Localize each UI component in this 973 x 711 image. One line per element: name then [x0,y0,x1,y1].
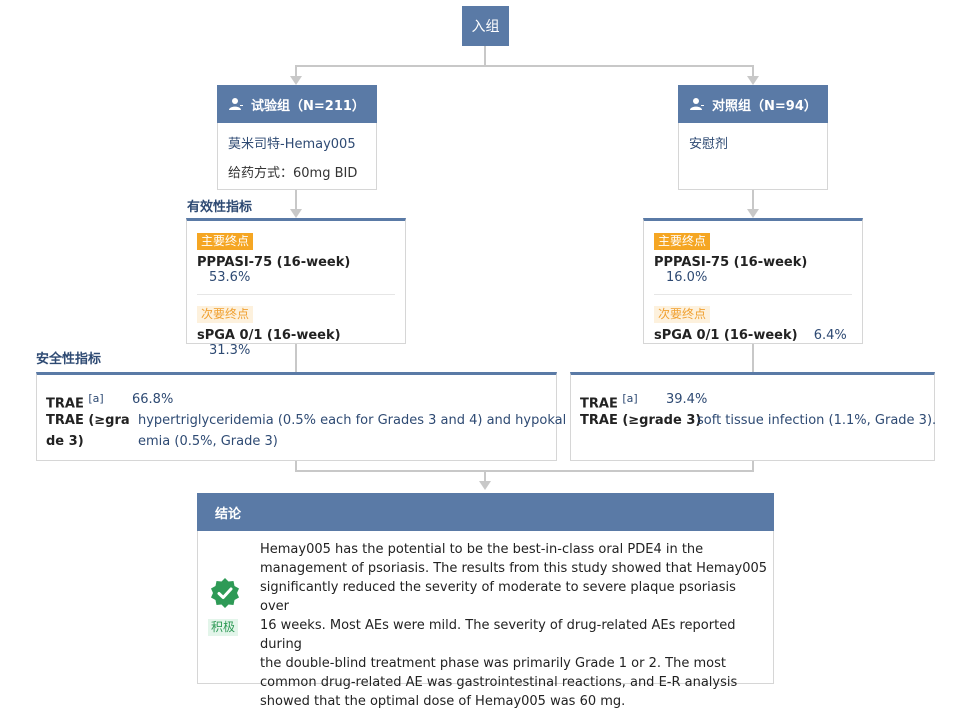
arm-header-treatment: 试验组（N=211） [217,85,377,123]
metric-value: 16.0% [666,270,708,285]
metric-value: 6.4% [813,328,847,343]
efficacy-card-treatment: 主要终点 PPPASI-75 (16-week) 53.6% 次要终点 sPGA… [186,218,406,358]
check-badge-icon [211,578,239,608]
conclusion-line: showed that the optimal dose of Hemay005… [260,694,626,709]
arm-body-treatment: 莫米司特-Hemay005 给药方式：60mg BID [217,123,377,190]
conclusion-line: management of psoriasis. The results fro… [260,561,768,576]
connector [295,65,297,77]
conclusion-text: Hemay005 has the potential to be the bes… [260,540,768,711]
grade3-value: soft tissue infection (1.1%, Grade 3). [697,413,937,428]
connector [752,65,754,77]
conclusion-title: 结论 [215,506,242,522]
positive-badge: 积极 [208,619,239,636]
metric-name: PPPASI-75 (16-week) [654,255,808,270]
grade3-value-line: hypertriglyceridemia (0.5% each for Grad… [138,413,567,428]
connector [484,46,486,66]
metric-value: 53.6% [209,270,251,285]
connector [752,190,754,210]
arm-body-control: 安慰剂 [678,123,828,190]
arrow-icon [747,76,759,85]
drug-name: 安慰剂 [689,137,729,152]
user-icon [229,98,243,110]
connector [295,190,297,210]
arm-header-control: 对照组（N=94） [678,85,828,123]
dosing-text: 给药方式：60mg BID [228,166,358,181]
connector [484,470,486,482]
enrollment-node: 入组 [462,6,509,46]
secondary-metric-row: sPGA 0/1 (16-week) 6.4% [654,328,852,343]
trae-value: 66.8% [132,392,174,407]
enrollment-label: 入组 [471,19,500,35]
metric-name: sPGA 0/1 (16-week) [197,328,341,343]
drug-name: 莫米司特-Hemay005 [228,137,356,152]
conclusion-line: significantly reduced the severity of mo… [260,580,736,614]
primary-metric-row: PPPASI-75 (16-week) 16.0% [654,255,852,285]
primary-metric-row: PPPASI-75 (16-week) 53.6% [197,255,395,285]
arrow-icon [479,481,491,490]
conclusion-header: 结论 [197,493,774,531]
safety-card-treatment: TRAE [a] 66.8% TRAE (≥gra de 3) hypertri… [36,372,567,461]
trae-key-label: TRAE [46,396,84,412]
arm-header-label: 对照组（N=94） [712,98,817,114]
metric-value: 31.3% [209,343,251,358]
connector [295,65,754,67]
metric-name: PPPASI-75 (16-week) [197,255,351,270]
conclusion-line: common drug-related AE was gastrointesti… [260,675,738,690]
secondary-endpoint-tag: 次要终点 [197,306,254,323]
trae-key-label: TRAE [580,396,618,412]
grade3-key: TRAE (≥gra de 3) [46,410,130,452]
divider [197,294,395,295]
conclusion-line: 16 weeks. Most AEs were mild. The severi… [260,618,736,652]
primary-endpoint-tag: 主要终点 [654,233,711,250]
connector [752,344,754,372]
trae-value: 39.4% [666,392,708,407]
arm-header-label: 试验组（N=211） [251,98,365,114]
arrow-icon [747,209,759,218]
grade3-value-line: emia (0.5%, Grade 3) [138,434,278,449]
efficacy-section-label: 有效性指标 [187,200,253,215]
connector [752,461,754,471]
metric-name: sPGA 0/1 (16-week) [654,328,798,343]
grade3-key: TRAE (≥grade 3) [580,413,702,428]
arrow-icon [290,209,302,218]
secondary-metric-row: sPGA 0/1 (16-week) 31.3% [197,328,395,358]
footnote-marker: [a] [622,392,638,405]
efficacy-card-control: 主要终点 PPPASI-75 (16-week) 16.0% 次要终点 sPGA… [643,218,863,344]
divider [654,294,852,295]
trae-key: TRAE [a] [580,388,638,414]
grade3-key-line: TRAE (≥gra [46,413,130,428]
connector [295,470,754,472]
primary-endpoint-tag: 主要终点 [197,233,254,250]
safety-card-control: TRAE [a] 39.4% TRAE (≥grade 3) soft tiss… [570,372,937,461]
conclusion-line: the double-blind treatment phase was pri… [260,656,726,671]
grade3-key-line: de 3) [46,434,84,449]
conclusion-body: 积极 Hemay005 has the potential to be the … [197,531,774,709]
connector [295,344,297,372]
user-icon [690,98,704,110]
secondary-endpoint-tag: 次要终点 [654,306,711,323]
grade3-value: hypertriglyceridemia (0.5% each for Grad… [138,410,567,452]
trae-key: TRAE [a] [46,388,104,414]
conclusion-line: Hemay005 has the potential to be the bes… [260,542,704,557]
safety-section-label: 安全性指标 [36,352,102,367]
footnote-marker: [a] [88,392,104,405]
connector [295,461,297,471]
arrow-icon [290,76,302,85]
